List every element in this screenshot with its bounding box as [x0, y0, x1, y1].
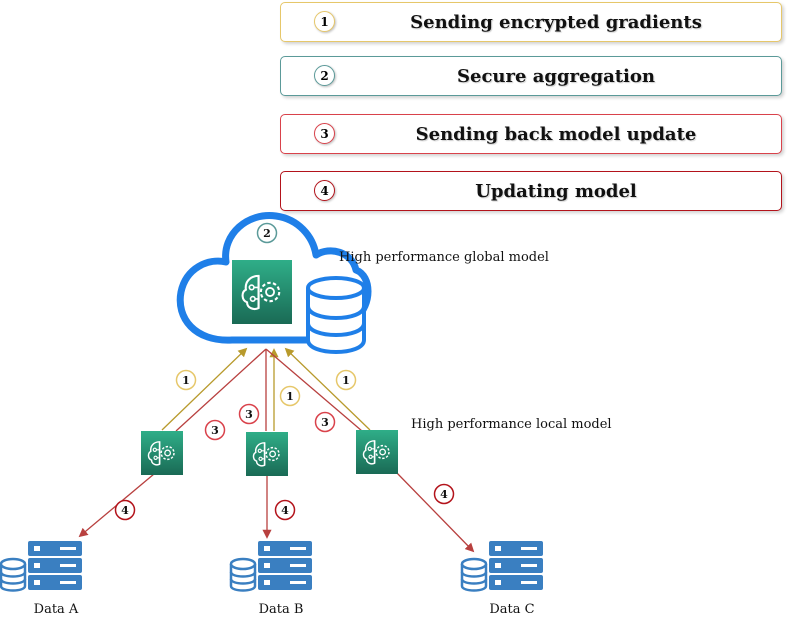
legend-step-4-number: 4 [314, 180, 335, 201]
local-model-icon-b [246, 432, 288, 476]
svg-text:1: 1 [182, 374, 190, 387]
step-2-badge: 2 [256, 222, 278, 244]
step-1-badge-b: 1 [279, 385, 301, 407]
local-model-icon-a [141, 431, 183, 475]
legend-step-2: 2 Secure aggregation [280, 56, 782, 96]
step-4-badge-b: 4 [274, 499, 296, 521]
svg-text:4: 4 [440, 488, 448, 501]
global-model-label: High performance global model [339, 250, 549, 265]
server-rack-icon-b [229, 541, 312, 592]
svg-text:3: 3 [321, 416, 329, 429]
step-1-badge-a: 1 [175, 369, 197, 391]
svg-text:4: 4 [281, 504, 289, 517]
upload-arrow-a [161, 347, 248, 431]
legend-step-1: 1 Sending encrypted gradients [280, 2, 782, 42]
legend-step-1-text: Sending encrypted gradients [410, 11, 702, 33]
local-model-icon-c [356, 430, 398, 474]
legend-step-4-text: Updating model [475, 180, 637, 202]
download-arrow-a [175, 348, 267, 432]
data-c-label: Data C [489, 602, 534, 617]
step-4-badge-a: 4 [114, 499, 136, 521]
svg-text:1: 1 [342, 374, 350, 387]
step-3-badge-a: 3 [204, 419, 226, 441]
download-arrow-c [265, 348, 363, 432]
upload-arrow-c [284, 347, 371, 431]
data-a-label: Data A [34, 602, 79, 617]
step-3-badge-b: 3 [238, 403, 260, 425]
legend-step-3-number: 3 [314, 123, 335, 144]
server-rack-icon-c [460, 541, 543, 592]
svg-text:3: 3 [211, 424, 219, 437]
legend-step-1-number: 1 [314, 11, 335, 32]
step-4-badge-c: 4 [433, 483, 455, 505]
step-1-badge-c: 1 [335, 369, 357, 391]
legend-step-4: 4 Updating model [280, 171, 782, 211]
local-model-label: High performance local model [411, 417, 612, 432]
database-icon [306, 276, 366, 354]
legend-step-3-text: Sending back model update [415, 123, 697, 145]
server-rack-icon-a [0, 541, 82, 592]
legend-step-2-number: 2 [314, 65, 335, 86]
data-b-label: Data B [259, 602, 304, 617]
svg-text:3: 3 [245, 408, 253, 421]
svg-text:1: 1 [286, 390, 294, 403]
svg-text:4: 4 [121, 504, 129, 517]
update-arrow-c [395, 471, 475, 553]
global-model-icon [232, 260, 292, 324]
svg-text:2: 2 [263, 227, 271, 240]
legend-step-2-text: Secure aggregation [457, 65, 655, 87]
legend-step-3: 3 Sending back model update [280, 114, 782, 154]
step-3-badge-c: 3 [314, 411, 336, 433]
